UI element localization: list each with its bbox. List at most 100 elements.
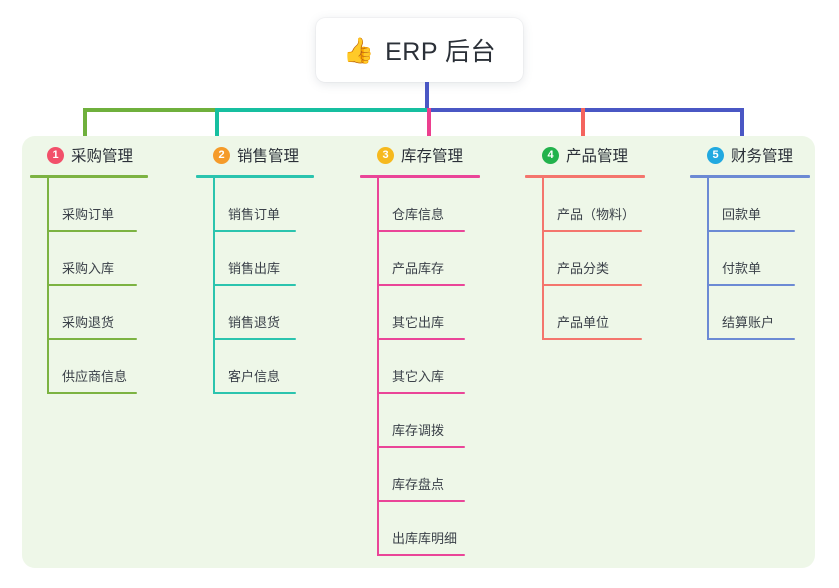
root-node-card[interactable]: 👍 ERP 后台: [316, 18, 523, 82]
root-trunk-line: [425, 82, 429, 110]
branch-header-rule: [690, 175, 810, 178]
branch-item-rule: [377, 230, 465, 232]
branch-item-rule: [377, 446, 465, 448]
branch-header-rule: [30, 175, 148, 178]
branch-item[interactable]: 采购退货: [30, 286, 148, 340]
branch-item[interactable]: 其它入库: [360, 340, 480, 394]
branch-item-label: 仓库信息: [392, 207, 445, 222]
branch-item[interactable]: 采购入库: [30, 232, 148, 286]
branch-item-label: 产品单位: [557, 315, 610, 330]
branch-item[interactable]: 库存调拨: [360, 394, 480, 448]
branch-item-label: 采购入库: [62, 261, 115, 276]
branch-header-product[interactable]: 4 产品管理: [525, 143, 645, 167]
branch-item-rule: [47, 338, 137, 340]
branch-title-inventory: 库存管理: [401, 148, 464, 165]
branch-header-rule: [196, 175, 314, 178]
branch-spine: [47, 178, 49, 394]
branch-item-rule: [213, 230, 296, 232]
branch-title-purchase: 采购管理: [71, 148, 134, 165]
drop-line-product: [581, 108, 585, 146]
branch-item[interactable]: 采购订单: [30, 178, 148, 232]
branch-item-rule: [213, 392, 296, 394]
branch-item[interactable]: 结算账户: [690, 286, 810, 340]
branch-number-badge: 4: [542, 146, 559, 164]
branch-column-inventory: 3 库存管理仓库信息产品库存其它出库其它入库库存调拨库存盘点出库库明细: [360, 143, 480, 556]
branch-item-rule: [377, 284, 465, 286]
branch-item-rule: [377, 338, 465, 340]
branch-item-rule: [707, 230, 795, 232]
branch-item-label: 供应商信息: [62, 369, 128, 384]
branch-item[interactable]: 产品单位: [525, 286, 645, 340]
branch-item-rule: [707, 338, 795, 340]
branch-column-purchase: 1 采购管理采购订单采购入库采购退货供应商信息: [30, 143, 148, 394]
branch-item[interactable]: 产品（物料）: [525, 178, 645, 232]
branch-item-rule: [542, 230, 642, 232]
branch-item-label: 采购退货: [62, 315, 115, 330]
branch-item[interactable]: 产品分类: [525, 232, 645, 286]
branch-item-rule: [377, 392, 465, 394]
branch-item-label: 采购订单: [62, 207, 115, 222]
branch-item-rule: [47, 230, 137, 232]
branch-title-sales: 销售管理: [237, 148, 300, 165]
branch-header-rule: [360, 175, 480, 178]
branch-spine: [213, 178, 215, 394]
branch-item-label: 出库库明细: [392, 531, 458, 546]
branch-number-badge: 1: [47, 146, 64, 164]
branch-item-label: 回款单: [722, 207, 762, 222]
branch-item[interactable]: 供应商信息: [30, 340, 148, 394]
branch-item[interactable]: 库存盘点: [360, 448, 480, 502]
branch-item-label: 产品分类: [557, 261, 610, 276]
branch-header-rule: [525, 175, 645, 178]
drop-line-purchase: [83, 108, 87, 146]
branch-item-label: 销售出库: [228, 261, 281, 276]
branch-item[interactable]: 付款单: [690, 232, 810, 286]
branch-item[interactable]: 出库库明细: [360, 502, 480, 556]
branch-item-label: 客户信息: [228, 369, 281, 384]
drop-line-sales: [215, 108, 219, 146]
branch-item-rule: [377, 554, 465, 556]
branch-title-product: 产品管理: [566, 148, 629, 165]
branch-item[interactable]: 回款单: [690, 178, 810, 232]
branch-spine: [377, 178, 379, 556]
branch-item-rule: [542, 338, 642, 340]
branch-header-purchase[interactable]: 1 采购管理: [30, 143, 148, 167]
branch-item-label: 其它入库: [392, 369, 445, 384]
drop-line-finance: [740, 108, 744, 146]
branch-items-inventory: 仓库信息产品库存其它出库其它入库库存调拨库存盘点出库库明细: [360, 178, 480, 556]
branch-item-label: 销售退货: [228, 315, 281, 330]
drop-line-inventory: [427, 108, 431, 146]
branch-items-sales: 销售订单销售出库销售退货客户信息: [196, 178, 314, 394]
branch-number-badge: 5: [707, 146, 724, 164]
bus-segment-green: [83, 108, 215, 112]
branch-item[interactable]: 其它出库: [360, 286, 480, 340]
branch-number-badge: 3: [377, 146, 394, 164]
branch-item-label: 结算账户: [722, 315, 775, 330]
branch-spine: [542, 178, 544, 340]
root-node-title: ERP 后台: [385, 38, 497, 66]
branch-item[interactable]: 仓库信息: [360, 178, 480, 232]
branches-panel: [22, 136, 815, 568]
branch-item-rule: [213, 284, 296, 286]
branch-item-label: 销售订单: [228, 207, 281, 222]
branch-item-rule: [47, 392, 137, 394]
branch-item[interactable]: 产品库存: [360, 232, 480, 286]
branch-header-finance[interactable]: 5 财务管理: [690, 143, 810, 167]
branch-item[interactable]: 销售订单: [196, 178, 314, 232]
branch-item[interactable]: 销售出库: [196, 232, 314, 286]
branch-item-rule: [377, 500, 465, 502]
branch-title-finance: 财务管理: [731, 148, 794, 165]
branch-items-product: 产品（物料） 产品分类产品单位: [525, 178, 645, 340]
branch-item-rule: [542, 284, 642, 286]
branch-items-purchase: 采购订单采购入库采购退货供应商信息: [30, 178, 148, 394]
branch-header-inventory[interactable]: 3 库存管理: [360, 143, 480, 167]
branch-column-finance: 5 财务管理回款单付款单结算账户: [690, 143, 810, 340]
branch-item-rule: [47, 284, 137, 286]
branch-item-label: 库存盘点: [392, 477, 445, 492]
thumbs-up-icon: 👍: [342, 36, 375, 65]
branch-item-label: 其它出库: [392, 315, 445, 330]
branch-item[interactable]: 客户信息: [196, 340, 314, 394]
branch-item[interactable]: 销售退货: [196, 286, 314, 340]
branch-item-label: 付款单: [722, 261, 762, 276]
